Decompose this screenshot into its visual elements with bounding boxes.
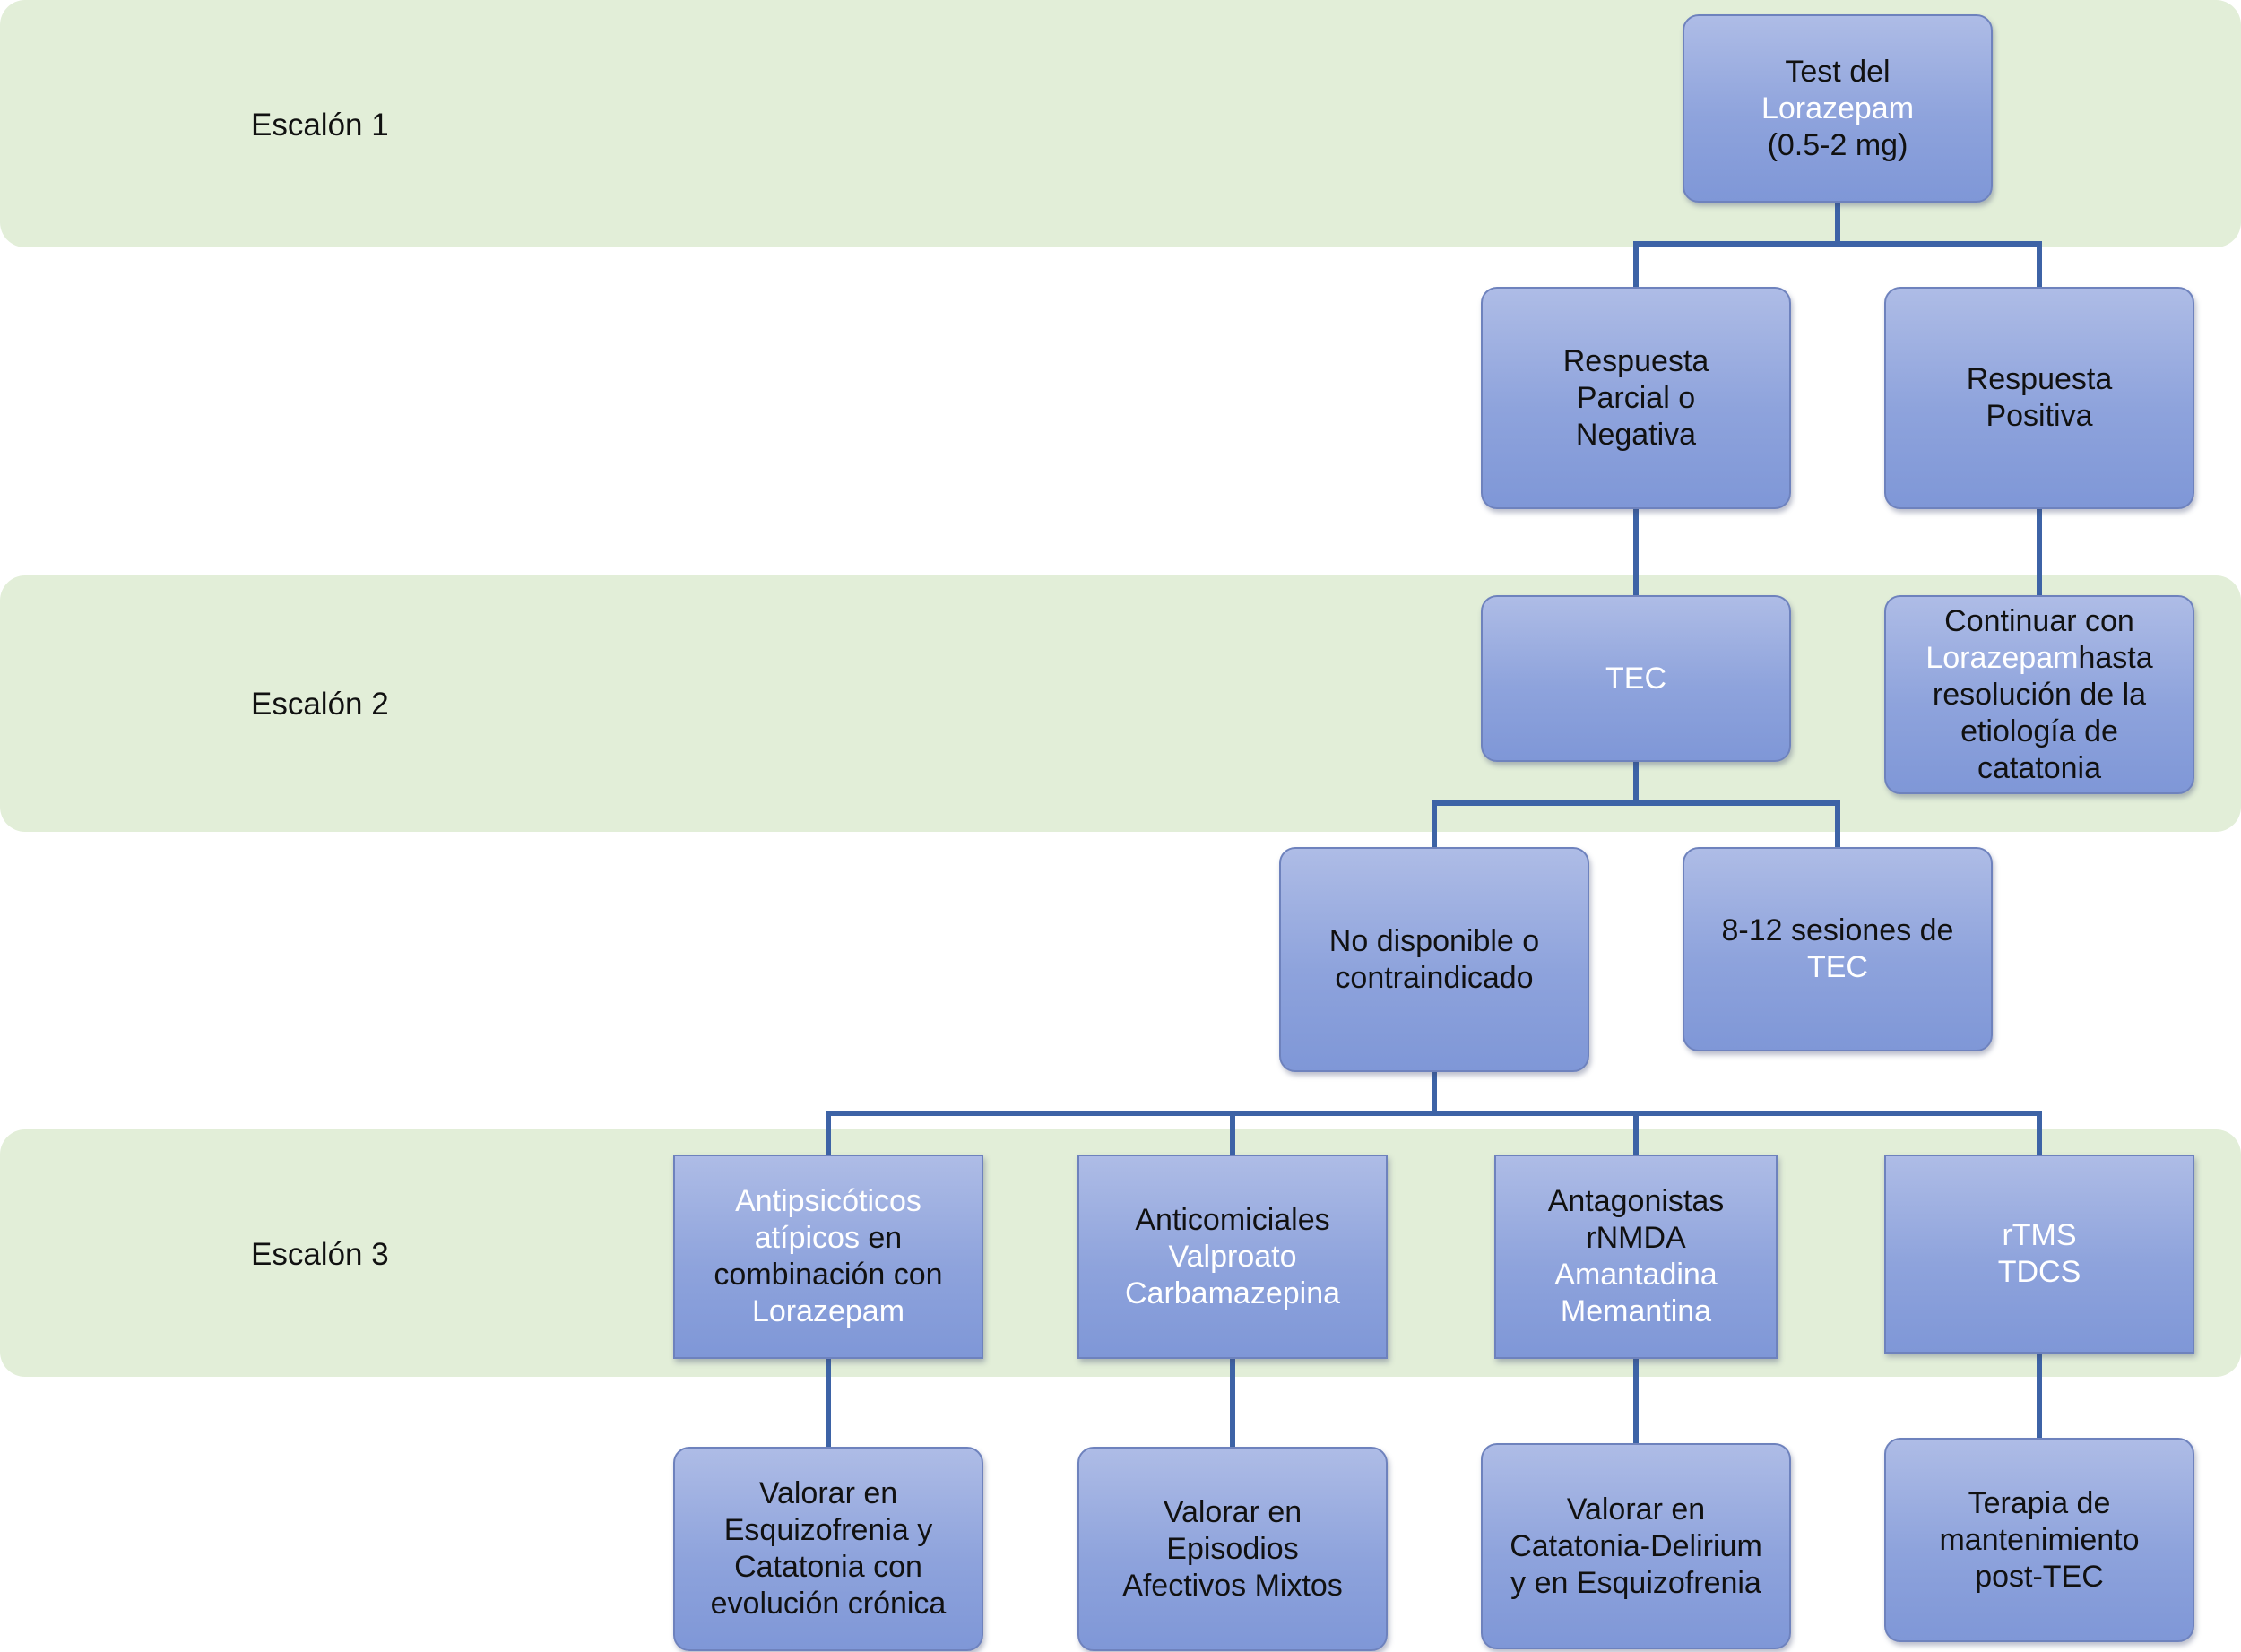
antagonistas-line1: Antagonistas — [1547, 1184, 1725, 1218]
continuar-line4: etiología de — [1960, 714, 2118, 748]
continuar-line5: catatonia — [1977, 750, 2101, 785]
antipsicoticos-line1: Antipsicóticos — [735, 1184, 921, 1218]
antagonistas-line2: rNMDA — [1586, 1221, 1686, 1255]
valorar-delirium-line2: Catatonia-Delirium — [1510, 1528, 1762, 1563]
terapia-line2: mantenimiento — [1939, 1522, 2140, 1557]
valorar-esquizofrenia-line1: Valorar en — [758, 1476, 898, 1510]
anticomiciales-line3: Carbamazepina — [1124, 1276, 1341, 1310]
terapia-line1: Terapia de — [1968, 1485, 2111, 1520]
connector-tec-split — [1432, 759, 1840, 850]
valorar-esquizofrenia-line2: Esquizofrenia y — [723, 1513, 933, 1547]
respuesta-positiva-line2: Positiva — [1986, 399, 2093, 433]
sesiones-line2: TEC — [1806, 950, 1868, 984]
test-lorazepam-box: Test del Lorazepam (0.5-2 mg) — [1683, 14, 1993, 203]
valorar-episodios-box: Valorar en Episodios Afectivos Mixtos — [1077, 1447, 1388, 1651]
valorar-delirium-box: Valorar en Catatonia-Delirium y en Esqui… — [1481, 1443, 1791, 1649]
test-lorazepam-line2: Lorazepam — [1761, 91, 1915, 125]
level-label-1: Escalón 1 — [251, 108, 389, 143]
rtms-line1: rTMS — [2002, 1218, 2077, 1252]
valorar-esquizofrenia-line3: Catatonia con — [734, 1550, 922, 1584]
level-band-2 — [0, 575, 2241, 832]
no-disponible-box: No disponible o contraindicado — [1279, 847, 1589, 1072]
no-disponible-line2: contraindicado — [1335, 960, 1534, 995]
antipsicoticos-line3: combinación con — [714, 1258, 943, 1292]
connector-test-split — [1633, 200, 2042, 290]
test-lorazepam-line1: Test del — [1785, 54, 1891, 89]
antipsicoticos-atipicos: atípicos — [754, 1221, 860, 1255]
tec-box: TEC — [1481, 595, 1791, 762]
valorar-episodios-line1: Valorar en — [1163, 1494, 1302, 1529]
level-label-3: Escalón 3 — [251, 1237, 389, 1272]
antagonistas-line4: Memantina — [1560, 1294, 1712, 1328]
anticomiciales-box: Anticomiciales Valproato Carbamazepina — [1077, 1155, 1388, 1359]
valorar-esquizofrenia-box: Valorar en Esquizofrenia y Catatonia con… — [673, 1447, 983, 1651]
respuesta-parcial-line1: Respuesta — [1562, 343, 1709, 378]
antipsicoticos-en: en — [859, 1221, 903, 1255]
tec-line1: TEC — [1605, 661, 1666, 696]
respuesta-parcial-line3: Negativa — [1575, 417, 1697, 452]
test-lorazepam-line3: (0.5-2 mg) — [1767, 127, 1908, 162]
continuar-hasta: hasta — [2078, 640, 2153, 675]
sesiones-line1: 8-12 sesiones de — [1721, 913, 1954, 947]
rtms-line2: TDCS — [1997, 1255, 2081, 1289]
anticomiciales-line2: Valproato — [1168, 1239, 1297, 1274]
valorar-esquizofrenia-line4: evolución crónica — [710, 1587, 947, 1621]
anticomiciales-line1: Anticomiciales — [1135, 1202, 1330, 1237]
valorar-episodios-line3: Afectivos Mixtos — [1122, 1568, 1343, 1603]
continuar-line3: resolución de la — [1932, 677, 2147, 712]
antipsicoticos-box: Antipsicóticos atípicos en combinación c… — [673, 1155, 983, 1359]
sesiones-tec-box: 8-12 sesiones de TEC — [1683, 847, 1993, 1051]
respuesta-positiva-box: Respuesta Positiva — [1884, 287, 2194, 509]
antipsicoticos-line4: Lorazepam — [751, 1294, 905, 1328]
continuar-line1: Continuar con — [1944, 603, 2134, 638]
valorar-delirium-line1: Valorar en — [1566, 1492, 1706, 1527]
respuesta-positiva-line1: Respuesta — [1966, 362, 2113, 396]
continuar-box: Continuar con Lorazepamhasta resolución … — [1884, 595, 2194, 794]
respuesta-parcial-line2: Parcial o — [1576, 380, 1696, 415]
respuesta-parcial-box: Respuesta Parcial o Negativa — [1481, 287, 1791, 509]
antagonistas-box: Antagonistas rNMDA Amantadina Memantina — [1494, 1155, 1778, 1359]
no-disponible-line1: No disponible o — [1328, 923, 1540, 958]
terapia-line3: post-TEC — [1975, 1559, 2104, 1594]
connector-nodisponible-split — [826, 1069, 2042, 1157]
valorar-episodios-line2: Episodios — [1166, 1531, 1299, 1566]
continuar-lorazepam: Lorazepam — [1925, 640, 2079, 675]
valorar-delirium-line3: y en Esquizofrenia — [1510, 1565, 1761, 1600]
terapia-mantenimiento-box: Terapia de mantenimiento post-TEC — [1884, 1438, 2194, 1642]
rtms-box: rTMS TDCS — [1884, 1155, 2194, 1354]
antagonistas-line3: Amantadina — [1554, 1258, 1718, 1292]
level-label-2: Escalón 2 — [251, 687, 389, 722]
